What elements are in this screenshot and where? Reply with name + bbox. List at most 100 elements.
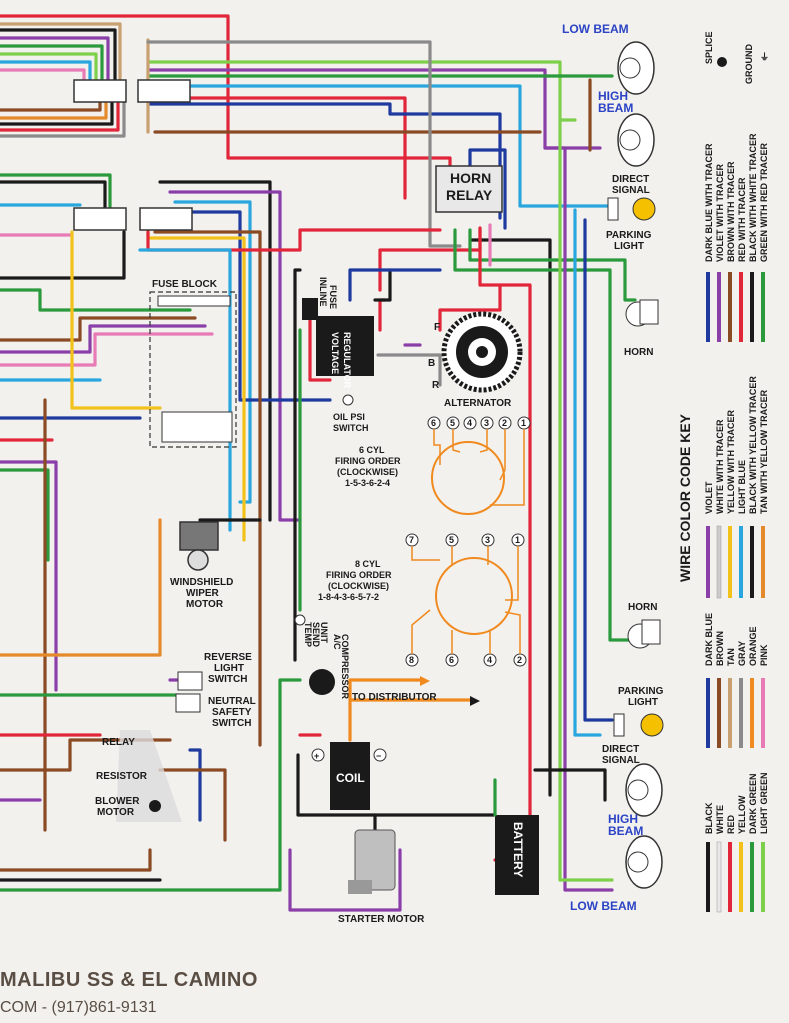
alternator: F B R ALTERNATOR: [428, 311, 523, 409]
legend-label: PINK: [759, 644, 769, 666]
horn-relay: HORN RELAY: [435, 165, 503, 213]
svg-text:LIGHT: LIGHT: [214, 663, 244, 674]
legend-label: RED: [726, 814, 736, 834]
headlight-high-beam-bottom: [625, 763, 663, 817]
svg-text:HIGH: HIGH: [608, 812, 638, 826]
ground-label: GROUND: [744, 44, 754, 84]
svg-text:NEUTRAL: NEUTRAL: [208, 696, 256, 707]
ac-compressor: A/C COMPRESSOR: [309, 634, 350, 700]
direct-signal-top: DIRECT SIGNAL PARKING LIGHT: [606, 174, 656, 252]
svg-text:OIL PSI: OIL PSI: [333, 412, 365, 422]
svg-text:HORN: HORN: [624, 347, 653, 358]
firing-8-num: 4: [487, 655, 492, 665]
legend-label: BROWN WITH TRACER: [726, 161, 736, 262]
firing-6-num: 2: [502, 418, 507, 428]
legend-label: TAN WITH YELLOW TRACER: [759, 389, 769, 514]
legend-label: RED WITH TRACER: [737, 177, 747, 262]
legend-label: LIGHT BLUE: [737, 460, 747, 514]
firing-8-num: 3: [485, 535, 490, 545]
svg-text:FUSE: FUSE: [328, 285, 338, 309]
to-distributor: TO DISTRIBUTOR: [352, 676, 480, 706]
svg-text:SWITCH: SWITCH: [333, 423, 369, 433]
splice-label: SPLICE: [704, 31, 714, 64]
svg-text:VOLTAGE: VOLTAGE: [330, 332, 340, 374]
svg-text:REVERSE: REVERSE: [204, 652, 252, 663]
svg-text:FIRING ORDER: FIRING ORDER: [335, 456, 401, 466]
wire-color-code-key-title: WIRE COLOR CODE KEY: [677, 413, 693, 582]
oil-psi-switch: OIL PSI SWITCH: [333, 394, 369, 433]
legend-label: GREEN WITH RED TRACER: [759, 143, 769, 263]
svg-text:LIGHT: LIGHT: [628, 697, 658, 708]
firing-8-num: 6: [449, 655, 454, 665]
legend-color-swatch: [761, 526, 765, 598]
windshield-wiper-motor: WINDSHIELD WIPER MOTOR: [170, 521, 233, 610]
legend-color-swatch: [750, 678, 754, 748]
inline-fuse-label: INLINE: [318, 277, 328, 307]
firing-8-num: 7: [409, 535, 414, 545]
legend-label: TAN: [726, 648, 736, 666]
svg-text:A/C: A/C: [332, 634, 342, 650]
firing-6-num: 1: [521, 418, 526, 428]
alt-r-label: R: [432, 380, 440, 391]
legend-color-swatch: [739, 526, 743, 598]
svg-text:MOTOR: MOTOR: [97, 807, 135, 818]
legend-color-swatch: [728, 526, 732, 598]
alt-b-label: B: [428, 358, 435, 369]
legend-splice-ground: SPLICE GROUND ⏚: [704, 31, 769, 84]
svg-text:SWITCH: SWITCH: [208, 674, 247, 685]
svg-text:PARKING: PARKING: [606, 230, 652, 241]
headlight-low-beam-bottom: [625, 835, 663, 889]
alternator-label: ALTERNATOR: [444, 398, 512, 409]
reverse-light-switch: REVERSE LIGHT SWITCH: [177, 652, 252, 691]
relay-resistor-blower: RELAY RESISTOR BLOWER MOTOR: [95, 730, 182, 822]
svg-text:BATTERY: BATTERY: [511, 822, 525, 877]
legend-color-swatch: [706, 526, 710, 598]
svg-text:COMPRESSOR: COMPRESSOR: [340, 634, 350, 700]
svg-text:TEMP: TEMP: [303, 622, 313, 647]
legend-color-swatch: [717, 678, 721, 748]
svg-text:DIRECT: DIRECT: [602, 744, 639, 755]
firing-6-num: 3: [484, 418, 489, 428]
legend-label: VIOLET: [704, 481, 714, 514]
legend-label: DARK GREEN: [748, 773, 758, 834]
legend-label: VIOLET WITH TRACER: [715, 164, 725, 262]
neutral-safety-switch: NEUTRAL SAFETY SWITCH: [175, 693, 256, 729]
legend-label: BLACK: [704, 802, 714, 834]
temp-send-unit: TEMP SEND UNIT: [294, 614, 329, 648]
alt-f-label: F: [434, 322, 440, 333]
footer-phone: COM - (917)861-9131: [0, 999, 157, 1016]
legend-color-swatch: [728, 842, 732, 912]
coil-minus: −: [376, 751, 381, 761]
legend-color-swatch: [761, 678, 765, 748]
svg-text:BEAM: BEAM: [608, 824, 643, 838]
svg-text:WIPER: WIPER: [186, 588, 220, 599]
legend-label: WHITE: [715, 805, 725, 834]
svg-text:1-8-4-3-6-5-7-2: 1-8-4-3-6-5-7-2: [318, 592, 379, 602]
legend-label: WHITE WITH TRACER: [715, 419, 725, 514]
firing-8-num: 2: [517, 655, 522, 665]
battery: BATTERY: [493, 778, 539, 895]
svg-text:WINDSHIELD: WINDSHIELD: [170, 577, 233, 588]
legend-color-swatch: [750, 272, 754, 342]
svg-text:HIGH: HIGH: [598, 89, 628, 103]
svg-text:1-5-3-6-2-4: 1-5-3-6-2-4: [345, 478, 390, 488]
svg-text:LOW BEAM: LOW BEAM: [562, 22, 629, 36]
svg-text:(CLOCKWISE): (CLOCKWISE): [337, 467, 398, 477]
legend-color-swatch: [728, 678, 732, 748]
legend-label: ORANGE: [748, 626, 758, 666]
footer-title: MALIBU SS & EL CAMINO: [0, 969, 258, 991]
svg-text:MOTOR: MOTOR: [186, 599, 224, 610]
firing-8-num: 8: [409, 655, 414, 665]
horn-relay-label-1: HORN: [450, 170, 491, 186]
connector-block-top-left: [73, 79, 193, 231]
svg-text:(CLOCKWISE): (CLOCKWISE): [328, 581, 389, 591]
firing-6-num: 4: [467, 418, 472, 428]
firing-6cyl-numbers: 6 5 4 3 2 1: [427, 416, 531, 430]
svg-text:BEAM: BEAM: [598, 101, 633, 115]
fuse-block: FUSE BLOCK: [149, 279, 237, 448]
legend-label: GRAY: [737, 641, 747, 666]
